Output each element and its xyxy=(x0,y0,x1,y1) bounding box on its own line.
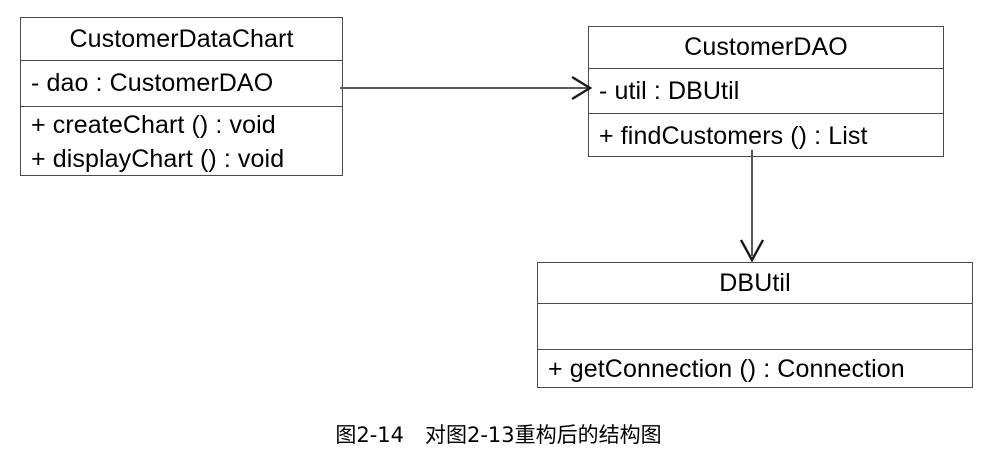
class-operations-dbutil: + getConnection () : Connection xyxy=(538,349,972,389)
class-name-customerdao: CustomerDAO xyxy=(684,33,848,61)
class-attributes-dbutil xyxy=(538,303,972,349)
class-attributes-customerdao: - util : DBUtil xyxy=(589,68,943,113)
class-name-customerdatachart: CustomerDataChart xyxy=(69,24,294,53)
operation-item: + createChart () : void xyxy=(31,111,276,139)
uml-class-customerdatachart[interactable]: CustomerDataChart - dao : CustomerDAO + … xyxy=(20,17,343,176)
class-operations-customerdao: + findCustomers () : List xyxy=(589,113,943,158)
figure-caption: 图2-14 对图2-13重构后的结构图 xyxy=(335,423,662,447)
operation-item: + getConnection () : Connection xyxy=(548,355,905,383)
attribute-item: - dao : CustomerDAO xyxy=(31,69,274,97)
operation-item: + displayChart () : void xyxy=(31,145,285,173)
arrowhead-open-icon xyxy=(571,75,593,101)
arrowhead-open-icon xyxy=(739,239,765,263)
class-operations-customerdatachart: + createChart () : void + displayChart (… xyxy=(21,106,342,177)
operation-item: + findCustomers () : List xyxy=(599,121,868,150)
class-attributes-customerdatachart: - dao : CustomerDAO xyxy=(21,60,342,106)
uml-class-dbutil[interactable]: DBUtil + getConnection () : Connection xyxy=(537,262,973,388)
class-name-dbutil: DBUtil xyxy=(719,268,791,297)
connector-dao-to-dbutil[interactable] xyxy=(722,150,782,270)
uml-class-customerdao[interactable]: CustomerDAO - util : DBUtil + findCustom… xyxy=(588,26,944,157)
connector-chart-to-dao[interactable] xyxy=(340,60,596,120)
attribute-item: - util : DBUtil xyxy=(599,76,740,105)
